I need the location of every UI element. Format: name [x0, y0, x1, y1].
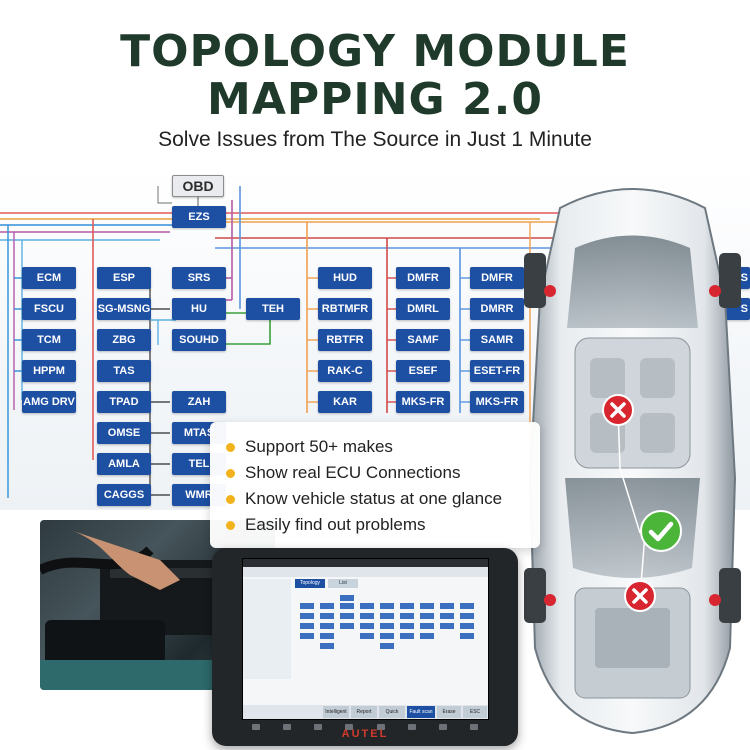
tablet-btn-intelligent[interactable]: Intelligent [323, 706, 349, 718]
feature-text: Support 50+ makes [245, 437, 393, 456]
nav-icon[interactable] [438, 724, 447, 730]
tablet-status-bar [243, 559, 488, 567]
nav-icon[interactable] [314, 724, 323, 730]
ecu-node-tpad[interactable]: TPAD [97, 391, 151, 413]
page-subtitle: Solve Issues from The Source in Just 1 M… [158, 128, 592, 151]
feature-item: Easily find out problems [226, 512, 524, 538]
feature-item: Know vehicle status at one glance [226, 486, 524, 512]
feature-list-card: Support 50+ makes Show real ECU Connecti… [210, 422, 540, 548]
ecu-node-dmfr-2[interactable]: DMFR [470, 267, 524, 289]
tablet-screen[interactable]: Topology List Intelligent Report Quick E… [242, 558, 489, 720]
ecu-node-sg-msng[interactable]: SG-MSNG [97, 298, 151, 320]
bullet-dot-icon [226, 494, 235, 504]
ecu-node-ecm[interactable]: ECM [22, 267, 76, 289]
ecu-node-rak-c[interactable]: RAK-C [318, 360, 372, 382]
ecu-node-caggs[interactable]: CAGGS [97, 484, 151, 506]
x-circle-icon[interactable] [624, 580, 656, 612]
tablet-tabs: Topology List [295, 579, 358, 589]
ecu-node-dmfr-1[interactable]: DMFR [396, 267, 450, 289]
feature-text: Easily find out problems [245, 515, 426, 534]
tablet-btn-quick-erase[interactable]: Quick Erase [379, 706, 405, 718]
ezs-node[interactable]: EZS [172, 206, 226, 228]
feature-item: Support 50+ makes [226, 434, 524, 460]
ecu-node-zbg[interactable]: ZBG [97, 329, 151, 351]
ecu-node-tas[interactable]: TAS [97, 360, 151, 382]
ecu-node-fscu[interactable]: FSCU [22, 298, 76, 320]
ecu-node-mks-fr-1[interactable]: MKS-FR [396, 391, 450, 413]
ecu-node-omse[interactable]: OMSE [97, 422, 151, 444]
bullet-dot-icon [226, 468, 235, 478]
tab-list[interactable]: List [328, 579, 358, 588]
title-line-1: TOPOLOGY MODULE [120, 26, 630, 77]
ecu-node-hu[interactable]: HU [172, 298, 226, 320]
tablet-btn-erase[interactable]: Erase [437, 706, 461, 718]
nav-icon[interactable] [376, 724, 385, 730]
feature-text: Show real ECU Connections [245, 463, 461, 482]
ecu-node-tcm[interactable]: TCM [22, 329, 76, 351]
bullet-dot-icon [226, 442, 235, 452]
tablet-sidebar[interactable] [243, 579, 291, 679]
ecu-node-samr[interactable]: SAMR [470, 329, 524, 351]
autel-tablet-device: Topology List Intelligent Report Quick E… [212, 548, 518, 746]
nav-icon[interactable] [252, 724, 260, 730]
ecu-node-mks-fr-2[interactable]: MKS-FR [470, 391, 524, 413]
tablet-footer: Intelligent Report Quick Erase Fault sca… [243, 705, 488, 719]
mini-topology-map[interactable] [295, 593, 485, 673]
ecu-node-zah[interactable]: ZAH [172, 391, 226, 413]
ecu-node-srs[interactable]: SRS [172, 267, 226, 289]
car-xray-illustration [520, 178, 745, 738]
nav-icon[interactable] [345, 724, 354, 730]
ecu-node-esp[interactable]: ESP [97, 267, 151, 289]
title-line-2: MAPPING 2.0 [207, 74, 543, 125]
ecu-node-amla[interactable]: AMLA [97, 453, 151, 475]
ecu-node-hppm[interactable]: HPPM [22, 360, 76, 382]
bullet-dot-icon [226, 520, 235, 530]
feature-item: Show real ECU Connections [226, 460, 524, 486]
ecu-node-dmrr[interactable]: DMRR [470, 298, 524, 320]
ecu-node-rbtmfr[interactable]: RBTMFR [318, 298, 372, 320]
tablet-btn-esc[interactable]: ESC [463, 706, 487, 718]
ecu-node-souhd[interactable]: SOUHD [172, 329, 226, 351]
tablet-nav-icons [252, 724, 478, 732]
ecu-node-dmrl[interactable]: DMRL [396, 298, 450, 320]
ecu-node-hud[interactable]: HUD [318, 267, 372, 289]
x-circle-icon[interactable] [602, 394, 634, 426]
tablet-btn-report[interactable]: Report [351, 706, 377, 718]
nav-icon[interactable] [283, 724, 292, 730]
tablet-breadcrumb [243, 567, 488, 577]
nav-icon[interactable] [469, 724, 478, 730]
ecu-node-kar[interactable]: KAR [318, 391, 372, 413]
ecu-node-teh[interactable]: TEH [246, 298, 300, 320]
ecu-node-eset-fr[interactable]: ESET-FR [470, 360, 524, 382]
check-circle-icon[interactable] [640, 510, 682, 552]
ecu-node-esef[interactable]: ESEF [396, 360, 450, 382]
feature-text: Know vehicle status at one glance [245, 489, 503, 508]
ecu-node-samf[interactable]: SAMF [396, 329, 450, 351]
obd-port-node[interactable]: OBD [172, 175, 224, 197]
tab-topology[interactable]: Topology [295, 579, 325, 588]
nav-icon[interactable] [407, 724, 416, 730]
ecu-node-amg-drv[interactable]: AMG DRV [22, 391, 76, 413]
tablet-btn-fault-scan[interactable]: Fault scan [407, 706, 435, 718]
autel-logo: AUTEL [341, 728, 389, 740]
ecu-node-rbtfr[interactable]: RBTFR [318, 329, 372, 351]
page-title: TOPOLOGY MODULE MAPPING 2.0 [0, 28, 750, 124]
